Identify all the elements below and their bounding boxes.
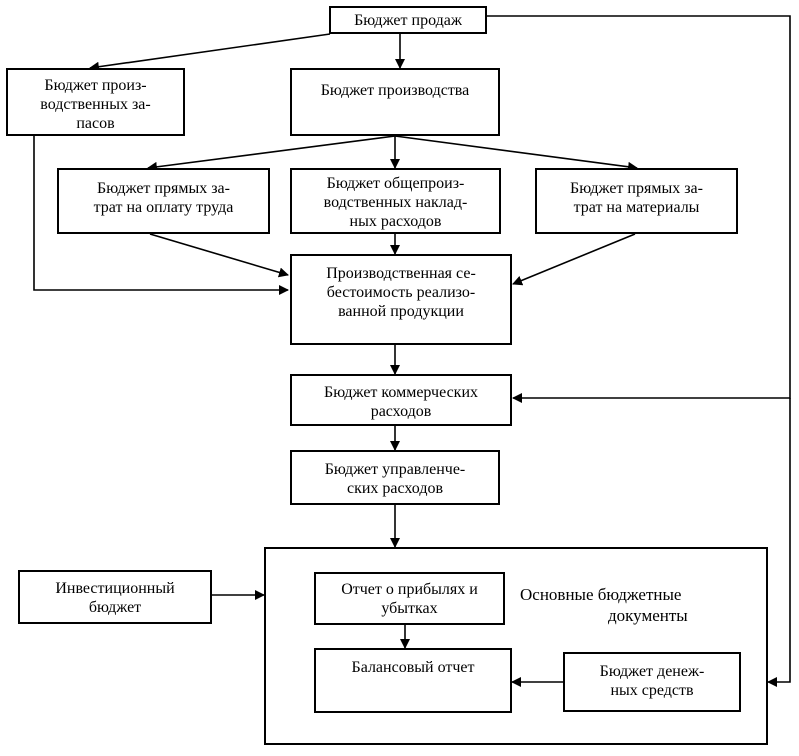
node-text: Производственная се- — [326, 265, 476, 282]
arrow-production-to-labor — [147, 135, 396, 172]
node-text: Бюджет произ- — [44, 77, 147, 94]
node-income-statement: Отчет о прибылях и убытках — [314, 572, 505, 625]
group-label-line: документы — [608, 606, 688, 625]
arrow-labor-to-cost — [149, 233, 289, 278]
node-production-budget: Бюджет производства — [290, 68, 500, 136]
node-text: бюджет — [88, 599, 142, 616]
node-text: ских расходов — [346, 480, 444, 497]
node-text: Бюджет прямых за- — [570, 180, 703, 197]
node-investment-budget: Инвестиционный бюджет — [18, 570, 212, 624]
node-text: ных средств — [610, 682, 694, 699]
node-text: Бюджет управленче- — [324, 461, 466, 478]
node-text: Бюджет денеж- — [599, 663, 705, 680]
node-balance-sheet: Балансовый отчет — [314, 648, 512, 713]
node-inventory-budget: Бюджет произ- водственных за- пасов — [6, 68, 185, 136]
node-text: убытках — [381, 600, 438, 617]
node-text: водственных наклад- — [323, 194, 468, 211]
main-budget-documents-group — [264, 547, 768, 745]
arrow-sales-to-cash — [767, 398, 791, 687]
node-text: ванной продукции — [338, 303, 464, 320]
group-label: Основные бюджетные документы — [520, 584, 710, 626]
node-text: трат на оплату труда — [93, 199, 234, 216]
node-administrative-expenses-budget: Бюджет управленче- ских расходов — [290, 450, 500, 505]
node-text: Бюджет продаж — [354, 12, 462, 29]
node-text: Отчет о прибылях и — [341, 581, 478, 598]
node-cash-budget: Бюджет денеж- ных средств — [563, 652, 741, 712]
node-overhead-budget: Бюджет общепроиз- водственных наклад- ны… — [290, 168, 501, 234]
node-text: Инвестиционный — [55, 580, 175, 597]
node-text: расходов — [370, 403, 432, 420]
node-text: трат на материалы — [573, 199, 700, 216]
node-sales-budget: Бюджет продаж — [329, 6, 487, 34]
node-text: пасов — [76, 115, 115, 132]
node-text: Бюджет коммерческих — [324, 384, 478, 401]
arrow-sales-to-inventory — [89, 33, 331, 72]
node-cost-of-goods-sold: Производственная се- бестоимость реализо… — [290, 254, 512, 345]
node-text: бестоимость реализо- — [326, 284, 476, 301]
node-text: Бюджет производства — [320, 82, 470, 99]
node-text: водственных за- — [40, 96, 151, 113]
node-text: ных расходов — [349, 213, 442, 230]
arrow-sales-to-commercial — [487, 15, 791, 403]
node-materials-budget: Бюджет прямых за- трат на материалы — [535, 168, 738, 234]
arrow-inventory-to-cost — [33, 136, 289, 295]
arrow-production-to-materials — [394, 135, 638, 172]
arrow-materials-to-cost — [512, 233, 636, 286]
node-commercial-expenses-budget: Бюджет коммерческих расходов — [290, 374, 512, 426]
node-text: Бюджет прямых за- — [97, 180, 230, 197]
node-text: Балансовый отчет — [351, 659, 475, 676]
node-text: Бюджет общепроиз- — [326, 175, 465, 192]
group-label-line: Основные бюджетные — [520, 585, 682, 604]
node-labor-budget: Бюджет прямых за- трат на оплату труда — [57, 168, 270, 234]
